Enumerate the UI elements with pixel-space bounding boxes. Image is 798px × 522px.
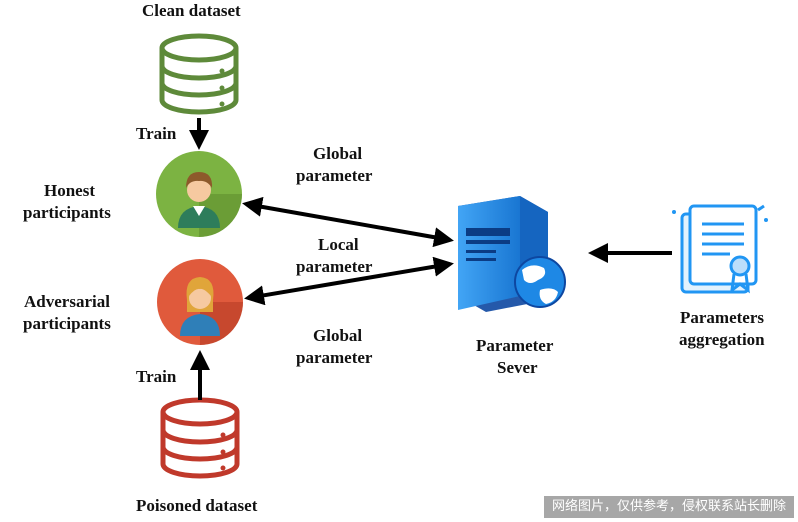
parameter-server-icon	[458, 196, 566, 312]
clean-dataset-label: Clean dataset	[142, 1, 241, 20]
poisoned-dataset-label: Poisoned dataset	[136, 496, 258, 515]
local-param-line1: Local	[318, 235, 359, 254]
local-param-line2: parameter	[296, 257, 373, 276]
train-top-label: Train	[136, 124, 177, 143]
adversarial-participant-icon	[157, 259, 243, 345]
honest-label-line2: participants	[23, 203, 111, 222]
global-param-top-line2: parameter	[296, 166, 373, 185]
arrow-honest-server	[242, 196, 454, 248]
aggregation-label-line1: Parameters	[680, 308, 765, 327]
aggregation-document-icon	[672, 204, 768, 294]
poisoned-database-icon	[160, 397, 240, 479]
adversarial-label-line1: Adversarial	[24, 292, 110, 311]
global-param-top-line1: Global	[313, 144, 363, 163]
server-label-line1: Parameter	[476, 336, 554, 355]
adversarial-label-line2: participants	[23, 314, 111, 333]
global-param-bottom-line2: parameter	[296, 348, 373, 367]
arrows	[189, 118, 672, 400]
aggregation-label-line2: aggregation	[679, 330, 765, 349]
server-label-line2: Sever	[497, 358, 538, 377]
train-bottom-label: Train	[136, 367, 177, 386]
arrow-adversarial-server	[244, 256, 454, 306]
global-param-bottom-line1: Global	[313, 326, 363, 345]
honest-participant-icon	[156, 151, 242, 237]
watermark: 网络图片，仅供参考，侵权联系站长删除	[543, 496, 794, 518]
clean-database-icon	[159, 33, 239, 115]
honest-label-line1: Honest	[44, 181, 95, 200]
